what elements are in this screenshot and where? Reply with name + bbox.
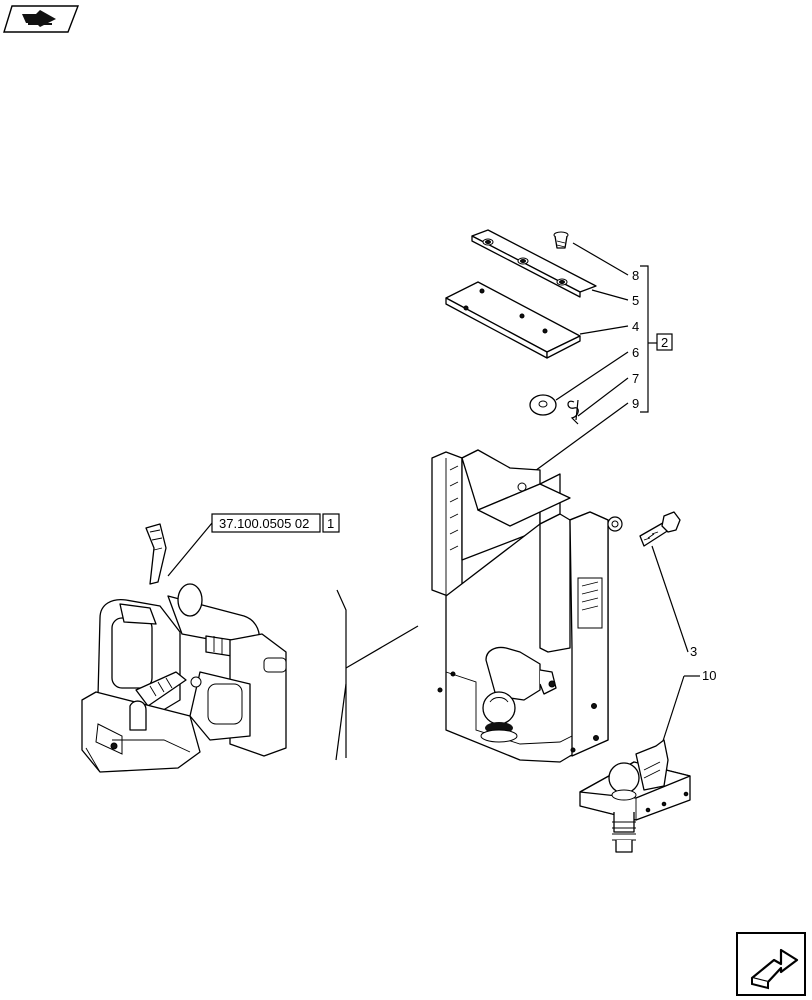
callout-group-kit: 8 5 4 6 7 9 2 — [527, 242, 673, 477]
callout-kit: 2 — [661, 335, 668, 350]
kit-box — [656, 333, 673, 351]
callout-7: 7 — [632, 371, 639, 386]
part-7-clip — [567, 399, 579, 425]
part-9-housing — [431, 449, 623, 763]
part-5-strip — [471, 229, 597, 298]
assembly-separator — [335, 589, 419, 761]
callout-8: 8 — [632, 268, 639, 283]
callout-10: 10 — [702, 668, 716, 683]
callout-4: 4 — [632, 319, 639, 334]
callout-6: 6 — [632, 345, 639, 360]
callout-3: 3 — [690, 644, 697, 659]
reference-box: 1 — [327, 516, 334, 531]
part-8-screw — [553, 231, 569, 249]
part-3-bolt: 3 — [639, 511, 697, 659]
part-10-ball-hitch: 10 — [579, 668, 716, 853]
assembled-hitch — [81, 523, 287, 773]
part-4-plate — [445, 281, 581, 359]
callout-5: 5 — [632, 293, 639, 308]
callout-9: 9 — [632, 396, 639, 411]
reference-code: 37.100.0505 02 — [219, 516, 309, 531]
next-page-icon[interactable] — [736, 932, 806, 996]
previous-page-icon[interactable] — [3, 5, 80, 33]
reference-callout[interactable]: 37.100.0505 02 1 — [167, 513, 340, 577]
part-6-washer — [529, 394, 557, 416]
